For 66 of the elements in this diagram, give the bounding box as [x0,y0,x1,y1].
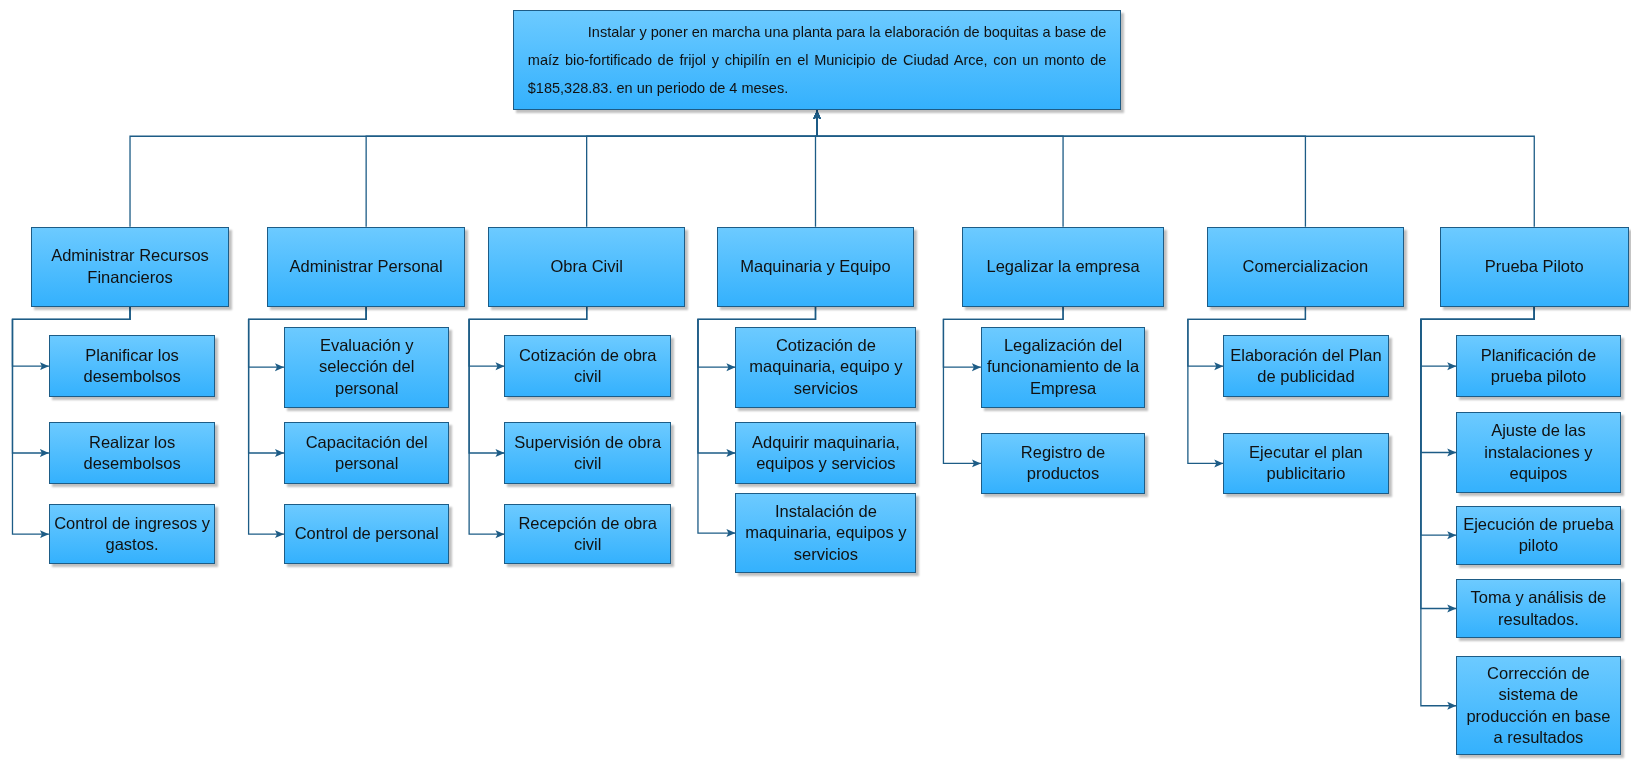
box-text: Cotización de obra civil [517,344,658,388]
box-text: Ejecución de prueba piloto [1462,513,1615,557]
connector-arrow [1187,306,1307,468]
box-text: Administrar Recursos Financieros [50,245,210,288]
box-text: Cotización de maquinaria, equipo y servicios [748,335,904,399]
box-text: Planificar los desembolsos [82,344,182,388]
box-text: Comercializacion [1242,256,1369,278]
box-text: Legalizar la empresa [986,256,1140,278]
box-text: Corrección de sistema de producción en base a resultados [1465,662,1612,749]
task-box [1223,334,1389,398]
task-box [31,226,229,307]
box-text: Planificación de prueba piloto [1479,344,1598,388]
box-text: Administrar Personal [289,256,443,278]
box-text: Maquinaria y Equipo [740,256,891,278]
connector-arrow [813,109,1535,228]
box-text: Control de personal [294,523,439,545]
task-box [1223,432,1389,495]
task-box [48,504,216,564]
box-text: Instalación de maquinaria, equipos y servicios [744,500,908,565]
box-text: Realizar los desembolsos [82,431,182,474]
box-text: Toma y análisis de resultados. [1469,587,1608,630]
task-box [504,504,671,564]
task-box [1456,656,1621,756]
box-text: Instalar y poner en marcha una planta para la elaboración de boquitas a base de maíz bio-fortificado de frijol y chipilín en el Municipio de Ciudad Arce, con un monto de $185,328.83. en un periodo de 4 meses. [527,23,1107,99]
task-box [980,326,1146,408]
box-text: Capacitación del personal [304,431,429,474]
connector-arrow [11,306,131,539]
connector-arrow [468,306,588,539]
box-text: Adquirir maquinaria, equipos y servicios [751,431,901,474]
task-box [1456,505,1621,565]
task-box [1456,411,1621,494]
box-text: Supervisión de obra civil [513,431,663,474]
box-text: Elaboración del Plan de publicidad [1229,344,1383,388]
task-box [283,326,450,408]
task-box [1456,334,1621,398]
box-text: Ejecutar el plan publicitario [1248,441,1364,485]
task-box [716,226,915,307]
task-box [735,493,917,574]
task-box [980,432,1146,495]
box-text: Prueba Piloto [1484,256,1584,278]
task-box [1456,579,1621,638]
task-box [48,334,216,398]
box-text: Ajuste de las instalaciones y equipos [1483,420,1594,485]
task-box [735,422,917,484]
task-box [504,334,671,398]
task-box [1206,226,1405,307]
task-box [962,226,1164,307]
connector-arrow [942,306,1064,468]
task-box [504,422,671,484]
goal-box [512,10,1122,111]
task-box [267,226,465,307]
connector-arrow [1420,306,1535,710]
task-box [48,422,216,484]
connector-arrow [697,306,817,538]
box-text: Registro de productos [1019,441,1107,485]
box-text: Legalización del funcionamiento de la Empresa [985,335,1141,399]
task-box [487,226,686,307]
connector-arrow [247,306,367,539]
task-box [283,422,450,484]
task-box [283,504,450,564]
box-text: Recepción de obra civil [517,512,658,556]
box-text: Control de ingresos y gastos. [53,512,211,556]
box-text: Evaluación y selección del personal [317,335,416,399]
task-box [735,326,917,408]
task-box [1439,226,1629,307]
box-text: Obra Civil [550,256,623,278]
